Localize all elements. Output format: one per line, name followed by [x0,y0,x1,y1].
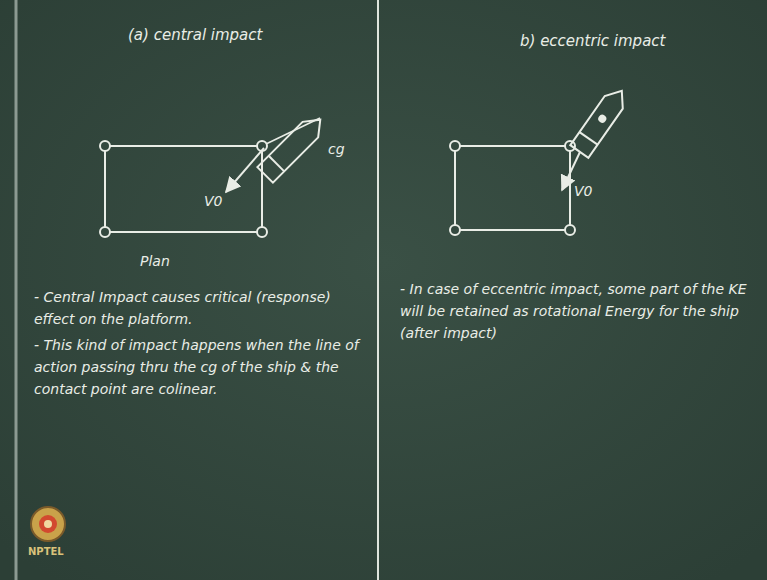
platform-plan [100,141,267,237]
plan-label: Plan [140,250,220,272]
line-of-action [266,118,320,144]
panel-heading: b) eccentric impact [520,30,740,52]
note-text: - Central Impact causes critical (respon… [34,286,370,330]
cg-label: cg [328,138,368,160]
panel-heading: (a) central impact [128,24,348,46]
watermark: NPTEL [28,546,88,558]
note-text: - In case of eccentric impact, some part… [400,278,750,344]
board-frame [15,0,18,580]
nptel-logo [31,507,65,541]
ship-outline [257,112,328,183]
velocity-label: V0 [574,180,614,202]
ship-outline [570,85,630,158]
divider-line [377,0,379,580]
note-text: - This kind of impact happens when the l… [34,334,370,400]
platform-plan [450,141,575,235]
velocity-label: V0 [204,190,244,212]
velocity-arrow [226,148,264,192]
